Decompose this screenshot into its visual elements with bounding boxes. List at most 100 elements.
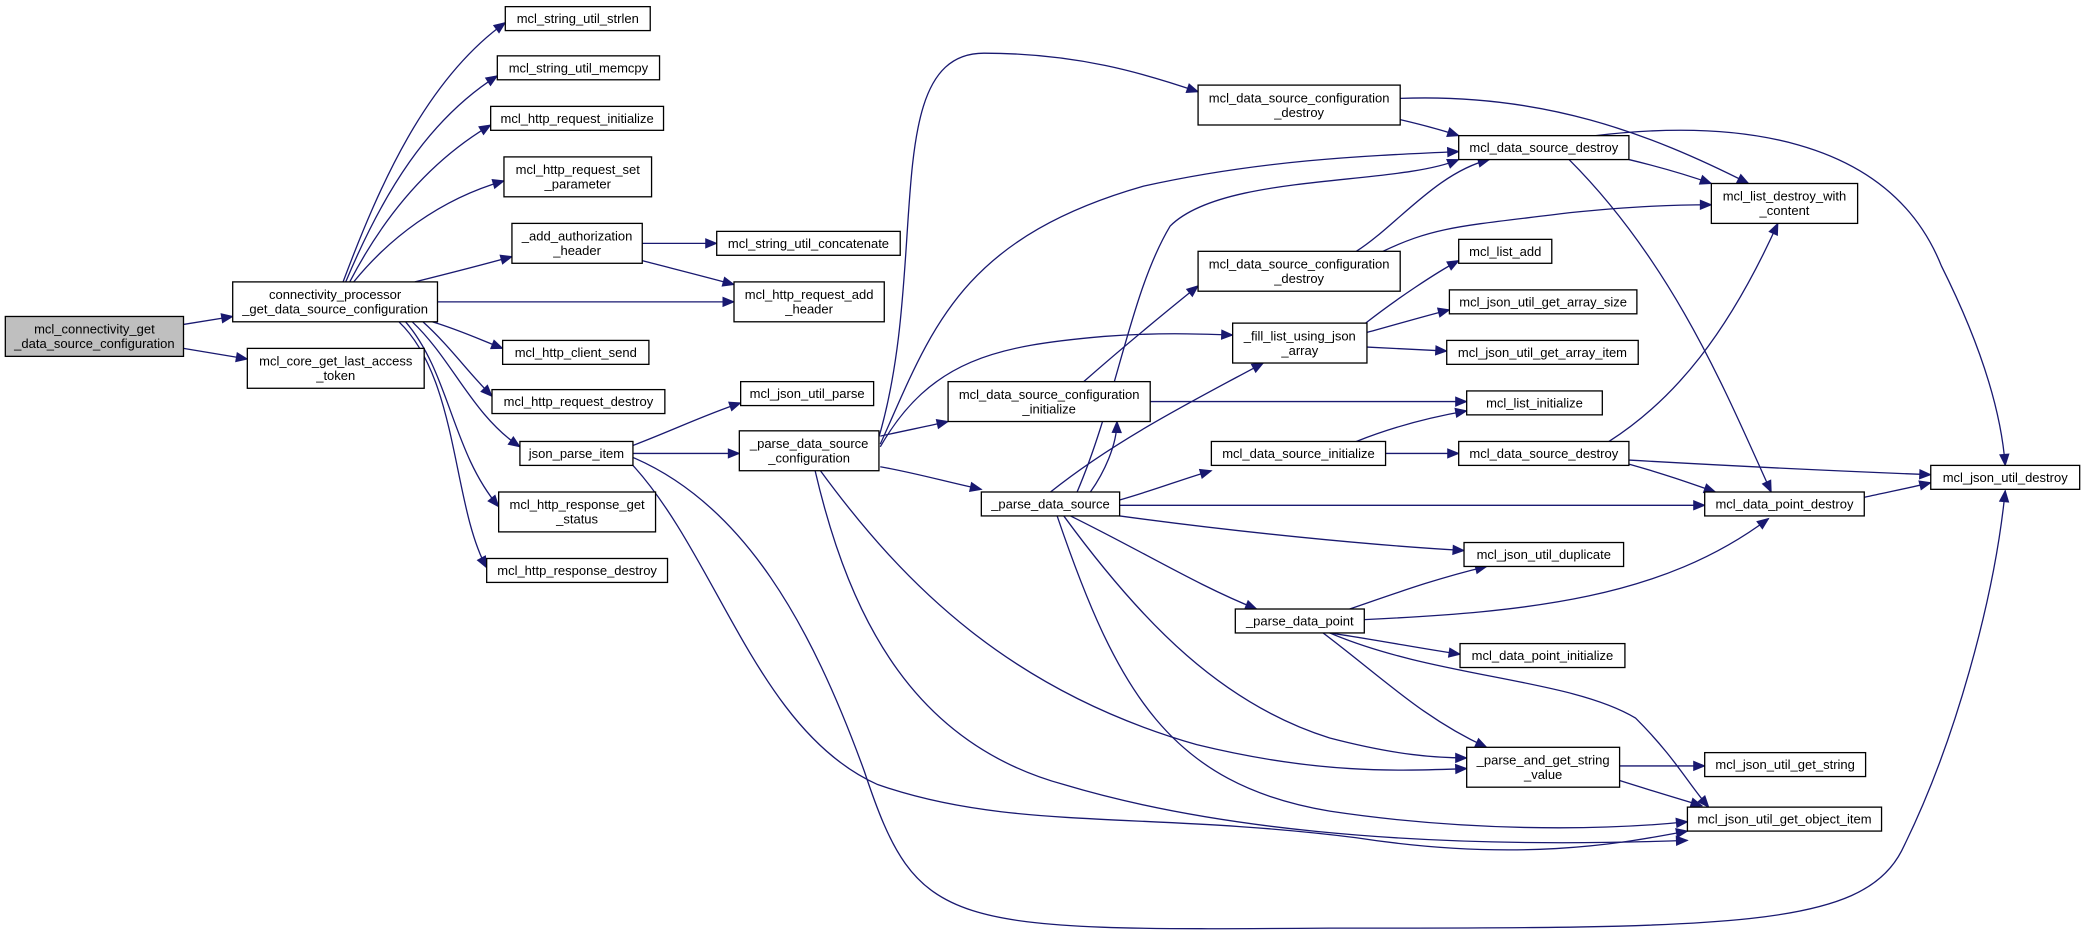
- node-core-tok[interactable]: mcl_core_get_last_access_token: [246, 347, 425, 389]
- node-add-hdr[interactable]: mcl_http_request_add_header: [733, 281, 885, 323]
- edge-line: [1356, 411, 1466, 442]
- edge-dp_destroy-to-json_destroy: [1864, 480, 1933, 497]
- node-ds-destroy-top[interactable]: mcl_data_source_destroy: [1458, 134, 1630, 161]
- edge-cp-to-auth_hdr: [415, 254, 514, 282]
- edge-arrowhead: [1220, 329, 1234, 340]
- edge-fill_list-to-arr_item: [1367, 345, 1449, 356]
- edge-pdsc-to-fill_list: [880, 329, 1234, 447]
- node-concat[interactable]: mcl_string_util_concatenate: [716, 230, 901, 256]
- node-label-line: mcl_list_initialize: [1486, 395, 1583, 410]
- edge-arrowhead: [727, 448, 741, 459]
- node-json-parse[interactable]: mcl_json_util_parse: [740, 380, 875, 407]
- edge-line: [412, 322, 520, 447]
- node-json-parse-item[interactable]: json_parse_item: [519, 440, 634, 467]
- node-arr-item[interactable]: mcl_json_util_get_array_item: [1446, 339, 1639, 365]
- node-req-destroy[interactable]: mcl_http_request_destroy: [491, 388, 666, 415]
- edge-ds_destroy_mid-to-json_destroy: [1629, 460, 1933, 480]
- edge-arrowhead: [1446, 259, 1460, 271]
- node-dsc-destroy-mid[interactable]: mcl_data_source_configuration_destroy: [1197, 250, 1401, 292]
- edge-pdp-to-dp_init: [1330, 633, 1462, 658]
- edge-dsc_destroy_mid-to-ds_destroy_top: [1356, 157, 1491, 251]
- node-box: [511, 222, 643, 264]
- edge-arrowhead: [1702, 483, 1717, 494]
- node-box: [519, 440, 634, 467]
- node-label-line: _get_data_source_configuration: [241, 302, 428, 317]
- edge-json_parse_item-to-json_parse: [633, 401, 742, 446]
- node-get-obj[interactable]: mcl_json_util_get_object_item: [1686, 806, 1883, 832]
- edge-arrowhead: [235, 351, 249, 363]
- node-dsc-destroy-top[interactable]: mcl_data_source_configuration_destroy: [1197, 84, 1401, 126]
- node-pags[interactable]: _parse_and_get_string_value: [1466, 746, 1621, 788]
- edge-line: [1330, 633, 1460, 654]
- node-dsc-init[interactable]: mcl_data_source_configuration_initialize: [947, 380, 1151, 423]
- edge-arrowhead: [1447, 647, 1462, 658]
- edge-line: [1050, 363, 1263, 492]
- edge-line: [1629, 460, 1931, 475]
- node-root[interactable]: mcl_connectivity_get_data_source_configu…: [4, 315, 185, 358]
- node-client-send[interactable]: mcl_http_client_send: [501, 339, 650, 365]
- edge-arrowhead: [1446, 146, 1461, 158]
- edge-line: [815, 471, 1687, 843]
- node-label-line: _token: [315, 368, 355, 383]
- node-resp-destroy[interactable]: mcl_http_response_destroy: [486, 557, 669, 584]
- edge-arrowhead: [1446, 127, 1460, 138]
- node-label-line: mcl_http_request_destroy: [504, 394, 654, 409]
- node-json-destroy[interactable]: mcl_json_util_destroy: [1930, 464, 2081, 490]
- node-label-line: mcl_json_util_get_string: [1715, 757, 1854, 772]
- node-dup[interactable]: mcl_json_util_duplicate: [1463, 541, 1625, 568]
- node-label-line: mcl_list_destroy_with: [1723, 189, 1847, 204]
- node-dp-init[interactable]: mcl_data_point_initialize: [1459, 642, 1626, 669]
- edge-ds_destroy_mid-to-dp_destroy: [1629, 464, 1717, 494]
- node-fill-list[interactable]: _fill_list_using_json_array: [1231, 322, 1368, 364]
- edge-pdsc-to-dsc_init: [880, 418, 950, 437]
- node-pdsc[interactable]: _parse_data_source_configuration: [738, 430, 880, 472]
- edge-line: [399, 322, 487, 568]
- node-strlen[interactable]: mcl_string_util_strlen: [504, 5, 651, 32]
- edge-arrowhead: [1735, 173, 1750, 185]
- edge-pdsc-to-ds_destroy_top: [880, 146, 1461, 445]
- edge-json_parse_item-to-json_destroy: [633, 457, 2010, 928]
- node-label-line: mcl_data_point_initialize: [1472, 648, 1614, 663]
- node-req-init[interactable]: mcl_http_request_initialize: [490, 105, 665, 131]
- node-list-add[interactable]: mcl_list_add: [1458, 238, 1553, 264]
- node-ds-destroy-mid[interactable]: mcl_data_source_destroy: [1458, 440, 1630, 467]
- node-pds[interactable]: _parse_data_source: [980, 491, 1121, 517]
- node-memcpy[interactable]: mcl_string_util_memcpy: [496, 55, 661, 81]
- node-label-line: mcl_http_request_set: [516, 162, 641, 177]
- node-ds-init[interactable]: mcl_data_source_initialize: [1210, 440, 1387, 467]
- node-box: [1231, 322, 1368, 364]
- node-list-init[interactable]: mcl_list_initialize: [1466, 390, 1603, 416]
- edge-arrowhead: [220, 313, 235, 324]
- edge-line: [1120, 471, 1212, 500]
- edge-arrowhead: [1675, 817, 1689, 829]
- edge-arrowhead: [478, 124, 492, 136]
- node-cp[interactable]: connectivity_processor_get_data_source_c…: [232, 281, 439, 323]
- node-label-line: mcl_http_response_destroy: [497, 563, 657, 578]
- node-req-set[interactable]: mcl_http_request_set_parameter: [503, 156, 653, 198]
- node-list-destroy[interactable]: mcl_list_destroy_with_content: [1710, 182, 1859, 225]
- node-label-line: _parameter: [544, 177, 612, 192]
- node-label-line: _value: [1523, 767, 1562, 782]
- edge-line: [633, 457, 2005, 928]
- edge-line: [1070, 516, 1256, 609]
- node-box: [486, 557, 669, 584]
- node-arr-size[interactable]: mcl_json_util_get_array_size: [1448, 289, 1638, 315]
- edge-arrowhead: [1185, 285, 1200, 298]
- node-pdp[interactable]: _parse_data_point: [1234, 608, 1365, 634]
- node-label-line: json_parse_item: [528, 446, 624, 461]
- edge-line: [633, 403, 741, 446]
- node-resp-status[interactable]: mcl_http_response_get_status: [497, 491, 657, 533]
- node-auth-hdr[interactable]: _add_authorization_header: [511, 222, 643, 264]
- edge-arrowhead: [935, 418, 950, 430]
- node-label-line: mcl_http_client_send: [515, 345, 637, 360]
- node-get-string[interactable]: mcl_json_util_get_string: [1704, 751, 1867, 778]
- edge-line: [1609, 223, 1778, 441]
- edge-arrowhead: [1185, 83, 1200, 94]
- node-box: [1197, 84, 1401, 126]
- node-box: [733, 281, 885, 323]
- edge-line: [1064, 516, 1467, 758]
- node-label-line: _destroy: [1273, 271, 1324, 286]
- node-dp-destroy[interactable]: mcl_data_point_destroy: [1704, 491, 1865, 517]
- node-label-line: mcl_data_source_configuration: [1209, 257, 1390, 272]
- call-nodes: mcl_connectivity_get_data_source_configu…: [4, 5, 2081, 832]
